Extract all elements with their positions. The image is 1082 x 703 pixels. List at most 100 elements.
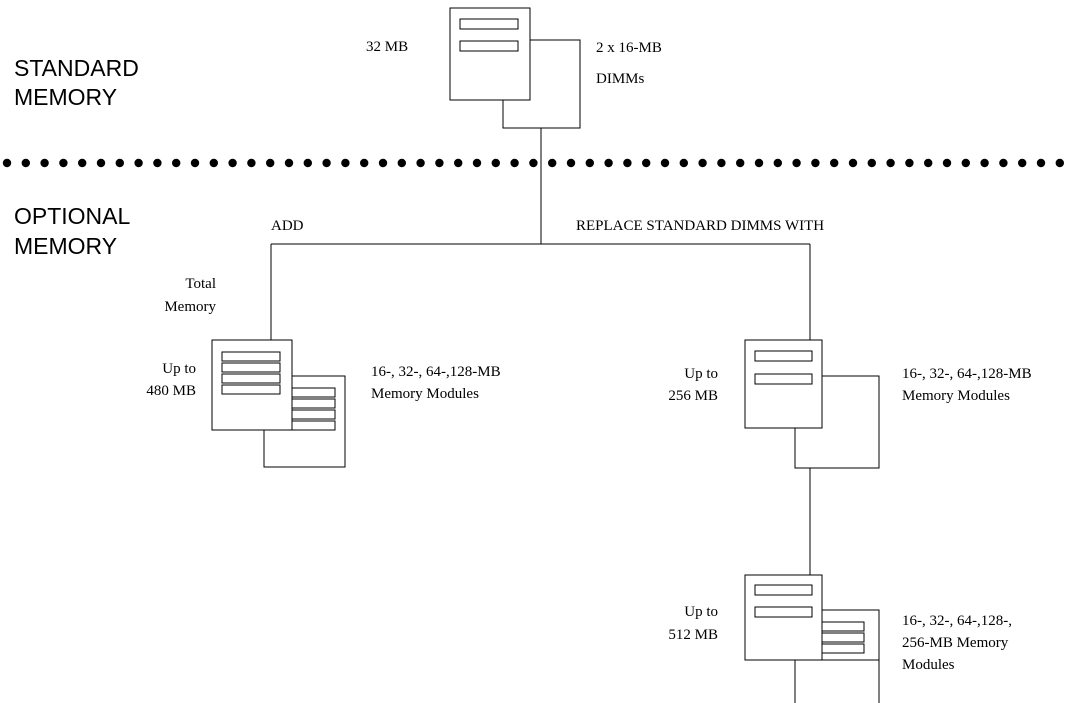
separator-dot xyxy=(848,158,858,168)
separator-dot xyxy=(1055,158,1065,168)
section-label-standard-1: STANDARD xyxy=(14,55,139,81)
separator-dot xyxy=(2,158,12,168)
add-modules-label-1: 16-, 32-, 64-,128-MB xyxy=(371,364,501,380)
separator-dot xyxy=(360,158,369,168)
standard-modules-label-2: DIMMs xyxy=(596,71,645,87)
separator-dot xyxy=(209,158,218,168)
separator-dot xyxy=(529,158,538,168)
standard-memory-unit xyxy=(449,7,581,129)
dotted-separator xyxy=(2,158,1065,168)
separator-dot xyxy=(811,158,820,168)
dimm-slot-2 xyxy=(754,373,813,385)
replace-1-size-label-2: 256 MB xyxy=(668,388,718,404)
separator-dot xyxy=(717,158,726,168)
separator-dot xyxy=(416,158,425,168)
separator-dot xyxy=(867,158,876,168)
dimm-slot-1 xyxy=(221,351,281,362)
separator-dot xyxy=(585,158,594,168)
separator-dot xyxy=(942,158,952,168)
replace-2-modules-label-3: Modules xyxy=(902,657,955,673)
separator-dot xyxy=(886,158,895,168)
branch-label-add: ADD xyxy=(271,218,304,234)
add-modules-label-2: Memory Modules xyxy=(371,386,479,402)
separator-dot xyxy=(21,158,30,168)
separator-dot xyxy=(40,158,49,168)
total-memory-label-2: Memory xyxy=(164,299,216,315)
separator-dot xyxy=(303,158,312,168)
replace-2-modules-label-1: 16-, 32-, 64-,128-, xyxy=(902,613,1012,629)
separator-dot xyxy=(1018,158,1027,168)
separator-dot xyxy=(604,158,613,168)
separator-dot xyxy=(322,158,331,168)
separator-dot xyxy=(548,158,557,168)
separator-dot xyxy=(510,158,519,168)
separator-dot xyxy=(172,158,181,168)
separator-dot xyxy=(754,158,764,168)
dimm-slot-1 xyxy=(754,350,813,362)
dimm-slot-3 xyxy=(221,373,281,384)
separator-dot xyxy=(905,158,914,168)
replace-1-modules-label-2: Memory Modules xyxy=(902,388,1010,404)
dimm-slot-2 xyxy=(221,362,281,373)
separator-dot xyxy=(660,158,670,168)
separator-dot xyxy=(491,158,500,168)
add-size-label-1: Up to xyxy=(162,361,196,377)
add-size-label-2: 480 MB xyxy=(146,383,196,399)
dimm-slot-1 xyxy=(459,18,519,30)
separator-dot xyxy=(961,158,970,168)
separator-dot xyxy=(435,158,444,168)
separator-dot xyxy=(153,158,162,168)
separator-dot xyxy=(341,158,350,168)
separator-dot xyxy=(284,158,294,168)
replace-1-modules-label-1: 16-, 32-, 64-,128-MB xyxy=(902,366,1032,382)
separator-dot xyxy=(247,158,256,168)
separator-dot xyxy=(642,158,651,168)
extra-dimm-3 xyxy=(821,643,865,654)
replace-1-size-label-1: Up to xyxy=(684,366,718,382)
separator-dot xyxy=(679,158,688,168)
branch-label-replace: REPLACE STANDARD DIMMS WITH xyxy=(576,218,824,234)
separator-dot xyxy=(454,158,463,168)
separator-dot xyxy=(378,158,388,168)
replace-2-size-label-1: Up to xyxy=(684,604,718,620)
separator-dot xyxy=(96,158,106,168)
separator-dot xyxy=(228,158,237,168)
separator-dot xyxy=(924,158,933,168)
separator-dot xyxy=(1036,158,1046,168)
system-board-box xyxy=(449,7,531,101)
add-memory-unit xyxy=(211,339,346,468)
dimm-slot-4 xyxy=(221,384,281,395)
separator-dot xyxy=(566,158,576,168)
replace-2-size-label-2: 512 MB xyxy=(668,627,718,643)
dimm-slot-1 xyxy=(754,584,813,596)
standard-size-label: 32 MB xyxy=(366,39,408,55)
standard-modules-label-1: 2 x 16-MB xyxy=(596,40,662,56)
separator-dot xyxy=(115,158,125,168)
separator-dot xyxy=(190,158,200,168)
separator-dot xyxy=(999,158,1008,168)
section-label-optional-1: OPTIONAL xyxy=(14,203,131,229)
separator-dot xyxy=(78,158,87,168)
separator-dot xyxy=(472,158,482,168)
section-label-optional-2: MEMORY xyxy=(14,233,117,259)
dimm-slot-2 xyxy=(459,40,519,52)
separator-dot xyxy=(397,158,406,168)
replace-memory-unit-2 xyxy=(744,574,880,661)
separator-dot xyxy=(698,158,707,168)
separator-dot xyxy=(773,158,782,168)
dimm-slot-2 xyxy=(754,606,813,618)
replace-2-modules-label-2: 256-MB Memory xyxy=(902,635,1009,651)
section-label-standard-2: MEMORY xyxy=(14,84,117,110)
separator-dot xyxy=(134,158,143,168)
separator-dot xyxy=(830,158,839,168)
extra-dimm-2 xyxy=(821,632,865,643)
total-memory-label-1: Total xyxy=(185,276,216,292)
separator-dot xyxy=(736,158,745,168)
separator-dot xyxy=(980,158,989,168)
replace-memory-unit-1 xyxy=(744,339,880,469)
separator-dot xyxy=(792,158,801,168)
separator-dot xyxy=(59,158,68,168)
separator-dot xyxy=(266,158,275,168)
separator-dot xyxy=(623,158,632,168)
